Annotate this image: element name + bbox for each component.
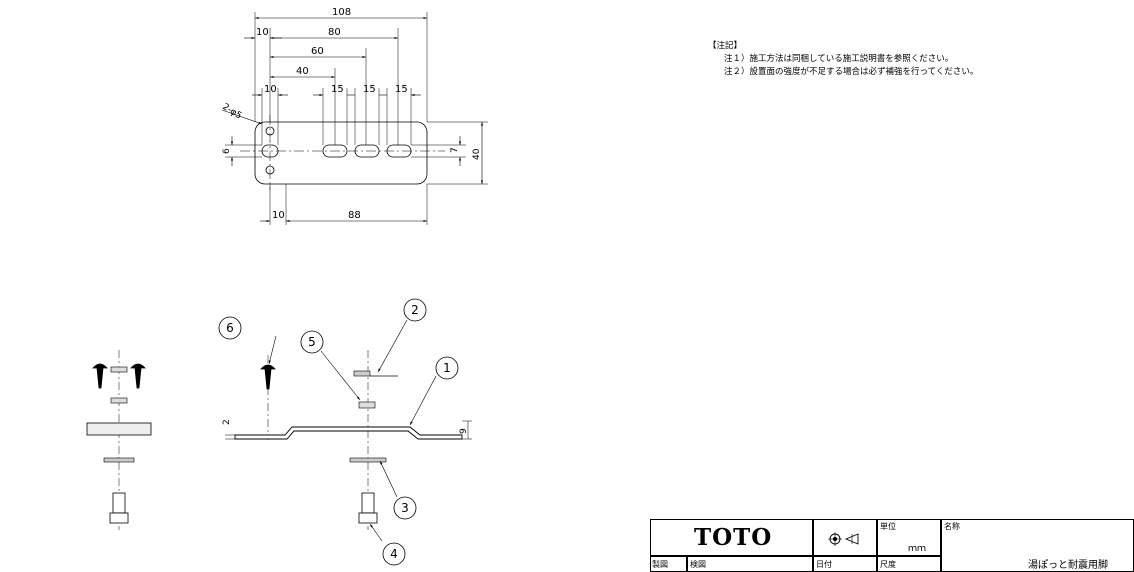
callout-5: 5 xyxy=(308,335,316,349)
screw-left xyxy=(92,363,108,389)
screw-right xyxy=(130,363,146,389)
note-1: 注１）施工方法は同梱している施工説明書を参照ください。 xyxy=(724,54,954,64)
dim-2: 2 xyxy=(222,419,232,425)
title-block: TOTO 単位 ｍｍ 名称 湯ぽっと耐震用脚 製図 検図 日付 尺度 xyxy=(650,519,1134,572)
dim-40: 40 xyxy=(296,66,309,77)
dim-hole: 2-φ5 xyxy=(220,102,243,121)
part-6-screw xyxy=(260,364,276,390)
dim-15-a: 15 xyxy=(331,84,344,95)
scale-label: 尺度 xyxy=(880,560,896,569)
plate-plan-view xyxy=(225,12,488,225)
callout-6: 6 xyxy=(226,321,234,335)
dim-15-b: 15 xyxy=(363,84,376,95)
callout-3: 3 xyxy=(401,501,409,515)
dim-40-vertical: 40 xyxy=(472,148,482,160)
projection-symbol-icon xyxy=(828,532,859,546)
toto-logo: TOTO xyxy=(694,524,773,551)
notes-title: 【注記】 xyxy=(708,41,743,51)
dim-60: 60 xyxy=(311,46,324,57)
dim-6: 6 xyxy=(222,148,232,154)
callouts xyxy=(218,298,459,566)
assembly-side-view xyxy=(225,319,472,542)
dim-10-top: 10 xyxy=(256,27,269,38)
dimension-texts: 108 10 80 60 40 10 15 15 15 2-φ5 6 7 40 … xyxy=(220,7,482,221)
dimension-lines xyxy=(221,16,484,223)
dim-15-c: 15 xyxy=(395,84,408,95)
assembly-front-view xyxy=(86,350,152,530)
unit-label: 単位 xyxy=(880,522,896,531)
callout-2: 2 xyxy=(411,303,419,317)
dim-10-mid: 10 xyxy=(264,84,277,95)
dim-88: 88 xyxy=(348,210,361,221)
unit-value: ｍｍ xyxy=(908,544,927,554)
dim-7: 7 xyxy=(450,147,460,153)
name-label: 名称 xyxy=(944,522,960,531)
dim-10-bottom: 10 xyxy=(272,210,285,221)
dim-108: 108 xyxy=(332,7,351,18)
notes-section: 【注記】 注１）施工方法は同梱している施工説明書を参照ください。 注２）設置面の… xyxy=(708,40,978,79)
callout-1: 1 xyxy=(443,361,451,375)
callout-4: 4 xyxy=(390,547,398,561)
checked-label: 検図 xyxy=(690,560,706,569)
dim-80: 80 xyxy=(328,27,341,38)
dim-9: 9 xyxy=(459,428,469,434)
drafted-label: 製図 xyxy=(652,560,668,569)
note-2: 注２）設置面の強度が不足する場合は必ず補強を行ってください。 xyxy=(724,67,979,77)
date-label: 日付 xyxy=(816,560,832,569)
product-name: 湯ぽっと耐震用脚 xyxy=(1028,560,1108,571)
